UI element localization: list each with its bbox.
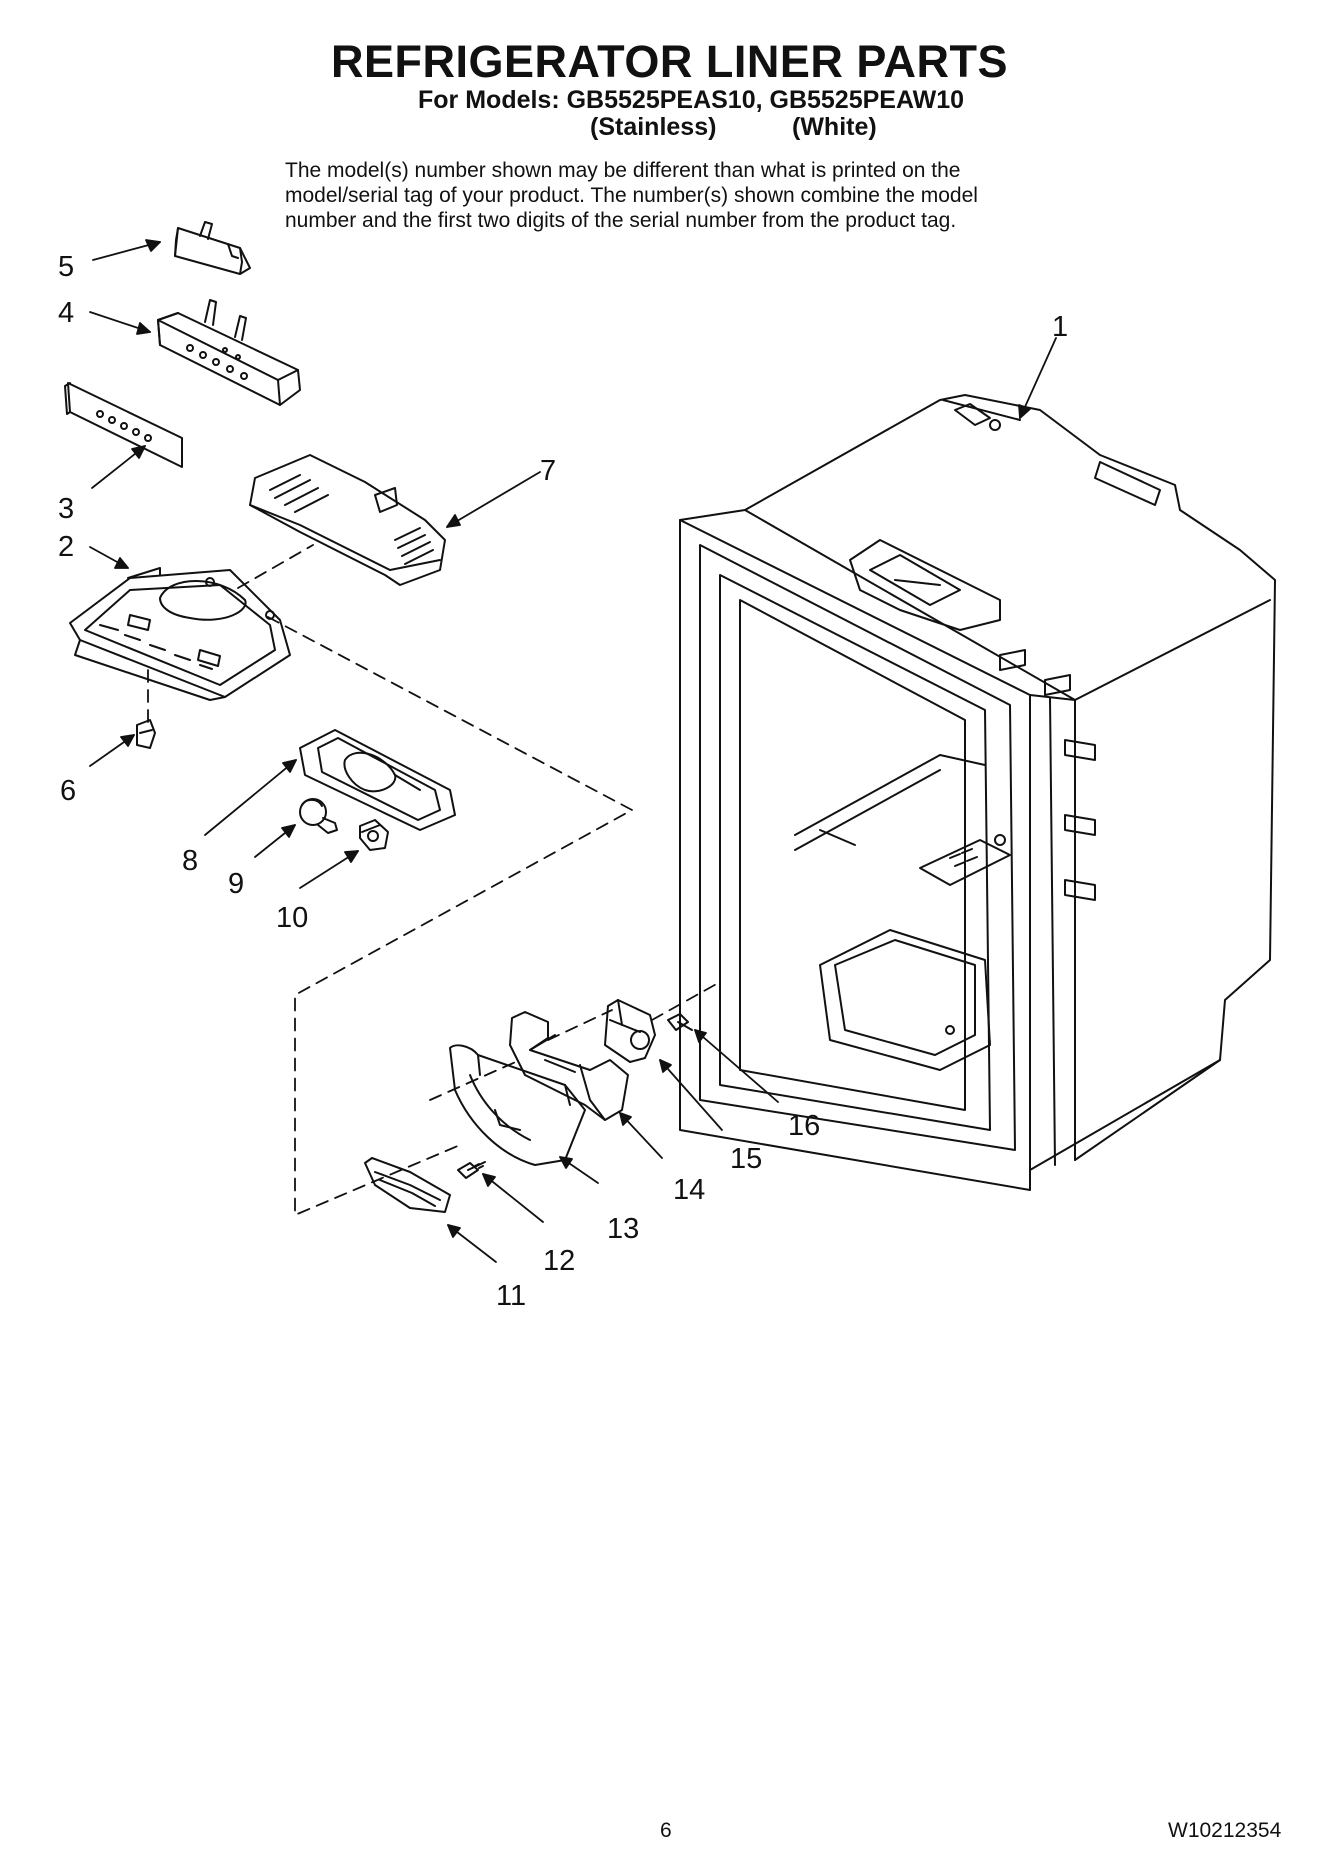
models-line: For Models: GB5525PEAS10, GB5525PEAW10 <box>418 86 965 114</box>
part-8-illustration <box>299 729 456 831</box>
callout-10: 10 <box>276 902 308 934</box>
part-liner-illustration <box>679 394 1276 1191</box>
variant-white: (White) <box>792 113 877 141</box>
callout-5: 5 <box>58 251 74 283</box>
document-number: W10212354 <box>1168 1819 1282 1842</box>
callout-7: 7 <box>540 455 556 487</box>
leader-lines <box>89 239 1057 1263</box>
part-7-illustration <box>249 454 446 586</box>
part-3-illustration <box>64 382 183 468</box>
callout-12: 12 <box>543 1245 575 1277</box>
part-13-illustration <box>449 1044 586 1166</box>
note-line: number and the first two digits of the s… <box>285 209 957 232</box>
part-2-illustration <box>69 567 291 701</box>
page-title: REFRIGERATOR LINER PARTS <box>330 36 1009 87</box>
callout-9: 9 <box>228 868 244 900</box>
callout-1: 1 <box>1052 311 1068 343</box>
part-16-illustration <box>667 1013 693 1031</box>
part-5-illustration <box>174 221 251 275</box>
model-number-note: The model(s) number shown may be differe… <box>285 158 1085 233</box>
part-14-illustration <box>509 1011 629 1121</box>
callout-2: 2 <box>58 531 74 563</box>
part-15-illustration <box>604 999 656 1063</box>
callout-16: 16 <box>788 1110 820 1142</box>
part-4-illustration <box>157 299 301 406</box>
assembly-dashed-lines <box>147 544 721 1216</box>
part-6-illustration <box>136 719 156 749</box>
callout-3: 3 <box>58 493 74 525</box>
variant-stainless: (Stainless) <box>590 113 717 141</box>
part-10-illustration <box>359 819 389 851</box>
callout-11: 11 <box>496 1280 526 1312</box>
callout-8: 8 <box>182 845 198 877</box>
part-12-illustration <box>457 1161 486 1179</box>
part-11-illustration <box>364 1157 451 1213</box>
callout-15: 15 <box>730 1143 762 1175</box>
page-number: 6 <box>660 1819 672 1842</box>
part-9-illustration <box>299 798 338 834</box>
note-line: model/serial tag of your product. The nu… <box>285 184 978 207</box>
note-line: The model(s) number shown may be differe… <box>285 159 961 182</box>
callout-14: 14 <box>673 1174 705 1206</box>
callout-4: 4 <box>58 297 74 329</box>
callout-labels: 1 2 3 4 5 6 7 8 9 10 11 12 13 14 15 16 <box>58 251 1068 1312</box>
callout-13: 13 <box>607 1213 639 1245</box>
callout-6: 6 <box>60 775 76 807</box>
